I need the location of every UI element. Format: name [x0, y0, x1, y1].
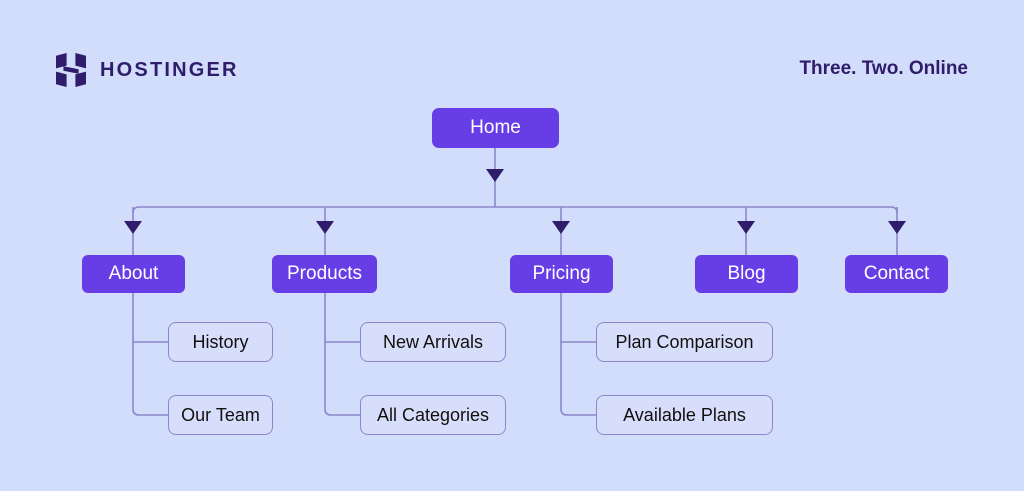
node-products[interactable]: Products [272, 255, 377, 293]
node-new-arrivals[interactable]: New Arrivals [360, 322, 506, 362]
node-about[interactable]: About [82, 255, 185, 293]
node-home[interactable]: Home [432, 108, 559, 148]
node-plan-comparison[interactable]: Plan Comparison [596, 322, 773, 362]
page-header: HOSTINGER Three. Two. Online [0, 0, 1024, 110]
arrowhead-group [124, 169, 906, 234]
hostinger-h-logo-icon [56, 53, 86, 87]
tagline: Three. Two. Online [799, 58, 968, 79]
node-all-categories[interactable]: All Categories [360, 395, 506, 435]
hostinger-wordmark: HOSTINGER [100, 59, 239, 81]
node-blog[interactable]: Blog [695, 255, 798, 293]
node-pricing[interactable]: Pricing [510, 255, 613, 293]
brand-lockup: HOSTINGER [56, 53, 239, 87]
node-our-team[interactable]: Our Team [168, 395, 273, 435]
node-history[interactable]: History [168, 322, 273, 362]
node-contact[interactable]: Contact [845, 255, 948, 293]
node-available-plans[interactable]: Available Plans [596, 395, 773, 435]
